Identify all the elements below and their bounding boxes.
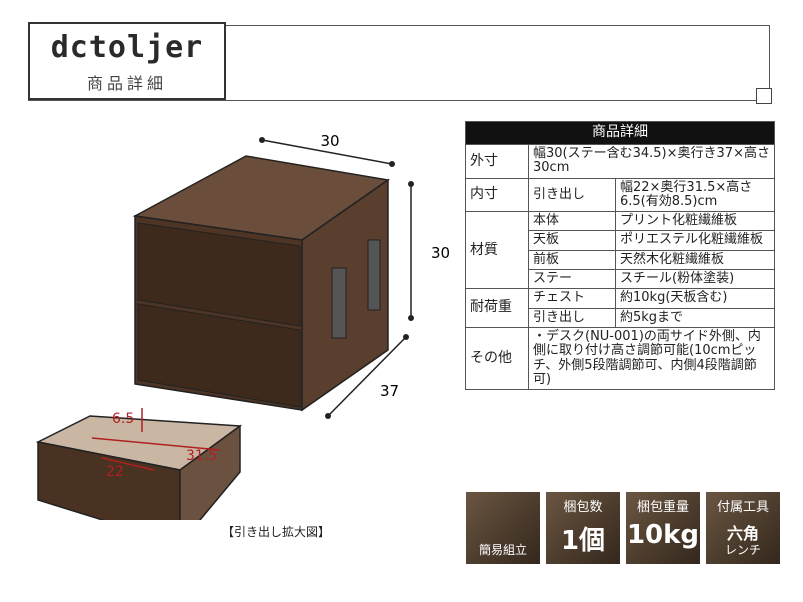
inner-size-sub: 引き出し xyxy=(528,177,616,213)
material-part: 本体 xyxy=(528,211,616,232)
material-value: 天然木化粧繊維板 xyxy=(615,249,775,271)
drawer-height-label: 6.5 xyxy=(112,411,134,427)
logo-text: dctoljer xyxy=(50,30,204,65)
brand-logo: dctoljer 商品詳細 xyxy=(28,22,226,100)
outer-size-value: 幅30(ステー含む34.5)×奥行き37×高さ30cm xyxy=(528,144,775,179)
dim-dot xyxy=(325,413,331,419)
drawer-front-bottom xyxy=(137,303,301,408)
side-stay xyxy=(331,267,347,339)
other-label: その他 xyxy=(465,326,529,391)
dim-dot xyxy=(403,334,409,340)
inner-size-value: 幅22×奥行31.5×高さ6.5(有効8.5)cm xyxy=(615,177,775,213)
material-value: プリント化粧繊維板 xyxy=(615,211,775,232)
side-stay xyxy=(367,239,381,311)
material-value: スチール(粉体塗装) xyxy=(615,269,775,290)
spec-title: 商品詳細 xyxy=(465,121,775,145)
dim-dot xyxy=(408,315,414,321)
product-diagram: 30 30 37 6.5 31.5 22 xyxy=(35,132,450,520)
drawer-front-top xyxy=(137,222,301,327)
drawer-width-label: 22 xyxy=(106,464,124,480)
dim-dot xyxy=(408,181,414,187)
inner-size-label: 内寸 xyxy=(465,177,529,213)
width-dim-line xyxy=(261,139,393,165)
drawer-front xyxy=(37,441,181,520)
included-tool-icon: 付属工具 六角 レンチ xyxy=(706,492,780,564)
feature-icons: 簡易組立 梱包数 1個 梱包重量 10kg 付属工具 六角 レンチ xyxy=(466,492,780,564)
width-dim-label: 30 xyxy=(320,132,339,150)
depth-dim-label: 37 xyxy=(380,382,399,400)
material-label: 材質 xyxy=(465,211,529,290)
package-count-icon: 梱包数 1個 xyxy=(546,492,620,564)
logo-subtitle: 商品詳細 xyxy=(86,74,167,93)
dim-dot xyxy=(389,161,395,167)
drawer-depth-line xyxy=(91,437,221,451)
package-weight-icon: 梱包重量 10kg xyxy=(626,492,700,564)
depth-dim-line xyxy=(327,336,407,417)
load-value: 約5kgまで xyxy=(615,307,775,328)
diagram-caption: 【引き出し拡大図】 xyxy=(222,525,331,539)
other-value: ・デスク(NU-001)の両サイド外側、内側に取り付け高さ調節可能(10cmピッ… xyxy=(528,326,775,391)
material-part: 前板 xyxy=(528,249,616,271)
load-part: チェスト xyxy=(528,288,616,309)
spec-table: 商品詳細 外寸 幅30(ステー含む34.5)×奥行き37×高さ30cm 内寸 引… xyxy=(465,121,775,391)
load-label: 耐荷重 xyxy=(465,288,529,328)
outer-size-label: 外寸 xyxy=(465,144,529,179)
material-part: ステー xyxy=(528,269,616,290)
dim-dot xyxy=(259,137,265,143)
height-dim-label: 30 xyxy=(431,244,450,262)
drawer-side xyxy=(179,424,241,520)
drawer-depth-label: 31.5 xyxy=(186,448,217,464)
corner-square xyxy=(756,88,772,104)
material-part: 天板 xyxy=(528,230,616,251)
drawer-width-line xyxy=(101,457,155,471)
load-value: 約10kg(天板含む) xyxy=(615,288,775,309)
easy-assembly-icon: 簡易組立 xyxy=(466,492,540,564)
material-value: ポリエステル化粧繊維板 xyxy=(615,230,775,251)
load-part: 引き出し xyxy=(528,307,616,328)
